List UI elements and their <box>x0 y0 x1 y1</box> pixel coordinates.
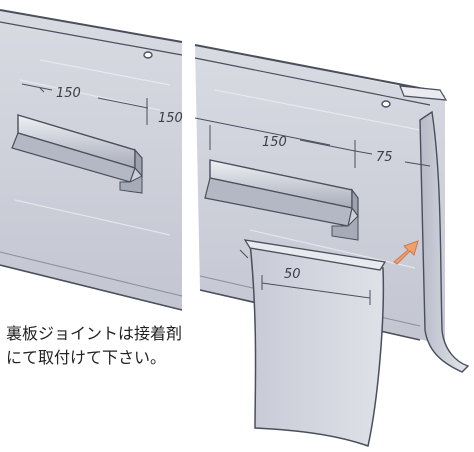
right-hole-icon <box>381 100 391 108</box>
top-rail-edge <box>399 85 448 101</box>
dimension-lines <box>21 83 431 168</box>
right-bracket <box>204 159 359 241</box>
dim-label-left-panel: 150 <box>56 86 81 101</box>
right-curled-edge <box>419 110 470 373</box>
left-bracket <box>11 114 143 194</box>
dim-label-edge: 75 <box>376 150 393 165</box>
instruction-caption: 裏板ジョイントは接着剤 にて取付けて下さい。 <box>6 322 182 370</box>
left-hole-icon <box>143 51 153 59</box>
caption-line-1: 裏板ジョイントは接着剤 <box>6 324 183 343</box>
joint-plate <box>239 239 387 447</box>
caption-line-2: にて取付けて下さい。 <box>6 348 167 367</box>
arrow-up-right-icon <box>393 240 419 265</box>
dim-label-joint-plate: 50 <box>284 267 301 282</box>
dim-label-right-panel: 150 <box>262 135 287 150</box>
dim-label-gap: 150 <box>158 111 183 126</box>
